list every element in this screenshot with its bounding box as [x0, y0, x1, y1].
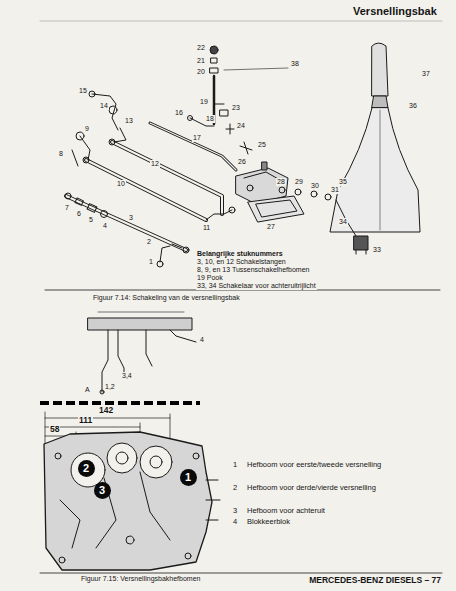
circle-number: 3: [99, 484, 105, 496]
callout-number: 10: [116, 180, 126, 188]
callout-number: 17: [192, 134, 202, 142]
header-rule: [40, 21, 442, 22]
circled-number: 2: [78, 460, 95, 477]
lever-detail: [88, 312, 196, 394]
page-footer: MERCEDES-BENZ DIESELS – 77: [308, 576, 442, 586]
callout-number: 20: [196, 68, 206, 76]
callout-number: 29: [294, 178, 304, 186]
list-text: Hefboom voor eerste/tweede versnelling: [246, 461, 388, 470]
callout-number: 4: [199, 336, 205, 344]
callout-number: 5: [88, 216, 94, 224]
callout-number: 27: [266, 223, 276, 231]
callout-number: 37: [421, 70, 431, 78]
callout-number: 38: [290, 60, 300, 68]
rod-end-parts: [65, 193, 108, 218]
list-number: 3: [232, 507, 238, 516]
dimension-value: 58: [49, 425, 60, 435]
legend-line: 3, 10, en 12 Schakelstangen: [196, 258, 287, 266]
legend-line: 19 Pook: [196, 274, 224, 282]
callout-number: 4: [102, 222, 108, 230]
list-text: Hefboom voor derde/vierde versnelling: [246, 484, 388, 493]
circle-number: 2: [83, 462, 89, 474]
callout-number: 6: [76, 210, 82, 218]
callout-number: 36: [408, 102, 418, 110]
dimension-value: 111: [78, 416, 93, 426]
callout-number: 25: [257, 141, 267, 149]
callout-number: 3: [128, 214, 134, 222]
list-text: Hefboom voor achteruit: [246, 507, 388, 516]
callout-number: 12: [150, 160, 160, 168]
list-number: 4: [232, 518, 238, 527]
callout-number: 22: [196, 44, 206, 52]
callout-number: 18: [205, 115, 215, 123]
circled-number: 3: [94, 482, 111, 499]
callout-number: 26: [237, 158, 247, 166]
selector-shaft: [188, 46, 289, 154]
legend-line: 8, 9, en 13 Tussenschakelhefbomen: [196, 266, 310, 274]
lever-1-2: [157, 244, 189, 267]
shift-block: [236, 162, 331, 222]
callout-number: 35: [338, 178, 348, 186]
legend-heading: Belangrijke stuknummers: [196, 250, 284, 258]
list-number: 1: [232, 461, 238, 470]
figure-rule: [40, 573, 442, 574]
shift-rods: [66, 123, 236, 250]
figure-caption: Figuur 7.15: Versnellingsbakhefbomen: [80, 575, 201, 583]
list-number: 2: [232, 484, 238, 493]
callout-number: 13: [124, 117, 134, 125]
dimension-value: 142: [98, 406, 114, 416]
callout-number: A: [84, 386, 91, 394]
callout-number: 16: [174, 109, 184, 117]
callout-number: 21: [196, 57, 206, 65]
callout-number: 24: [236, 122, 246, 130]
intermediate-levers: [72, 91, 126, 166]
callout-number: 33: [372, 246, 382, 254]
callout-number: 15: [78, 87, 88, 95]
running-header: Versnellingsbak: [352, 5, 438, 18]
callout-number: 3,4: [121, 372, 133, 380]
gearbox-housing: [44, 432, 220, 570]
gear-lever: [330, 43, 420, 254]
legend-line: 33, 34 Schakelaar voor achteruitrijlicht: [196, 282, 317, 290]
callout-number: 28: [276, 178, 286, 186]
callout-number: 30: [310, 182, 320, 190]
callout-number: 1,2: [104, 383, 116, 391]
callout-number: 1: [148, 258, 154, 266]
callout-number: 7: [64, 204, 70, 212]
callout-number: 2: [146, 238, 152, 246]
circled-number: 1: [180, 469, 197, 486]
callout-number: 11: [202, 224, 211, 232]
circle-number: 1: [185, 471, 191, 483]
callout-number: 34: [338, 218, 348, 226]
callout-number: 31: [330, 186, 340, 194]
callout-number: 23: [231, 104, 241, 112]
callout-number: 19: [199, 98, 209, 106]
callout-number: 8: [58, 150, 64, 158]
figure-caption: Figuur 7.14: Schakeling van de versnelli…: [92, 294, 241, 302]
list-text: Blokkeerblok: [246, 518, 388, 527]
lever-11: [206, 207, 235, 220]
callout-number: 9: [84, 125, 90, 133]
callout-number: 14: [99, 102, 109, 110]
